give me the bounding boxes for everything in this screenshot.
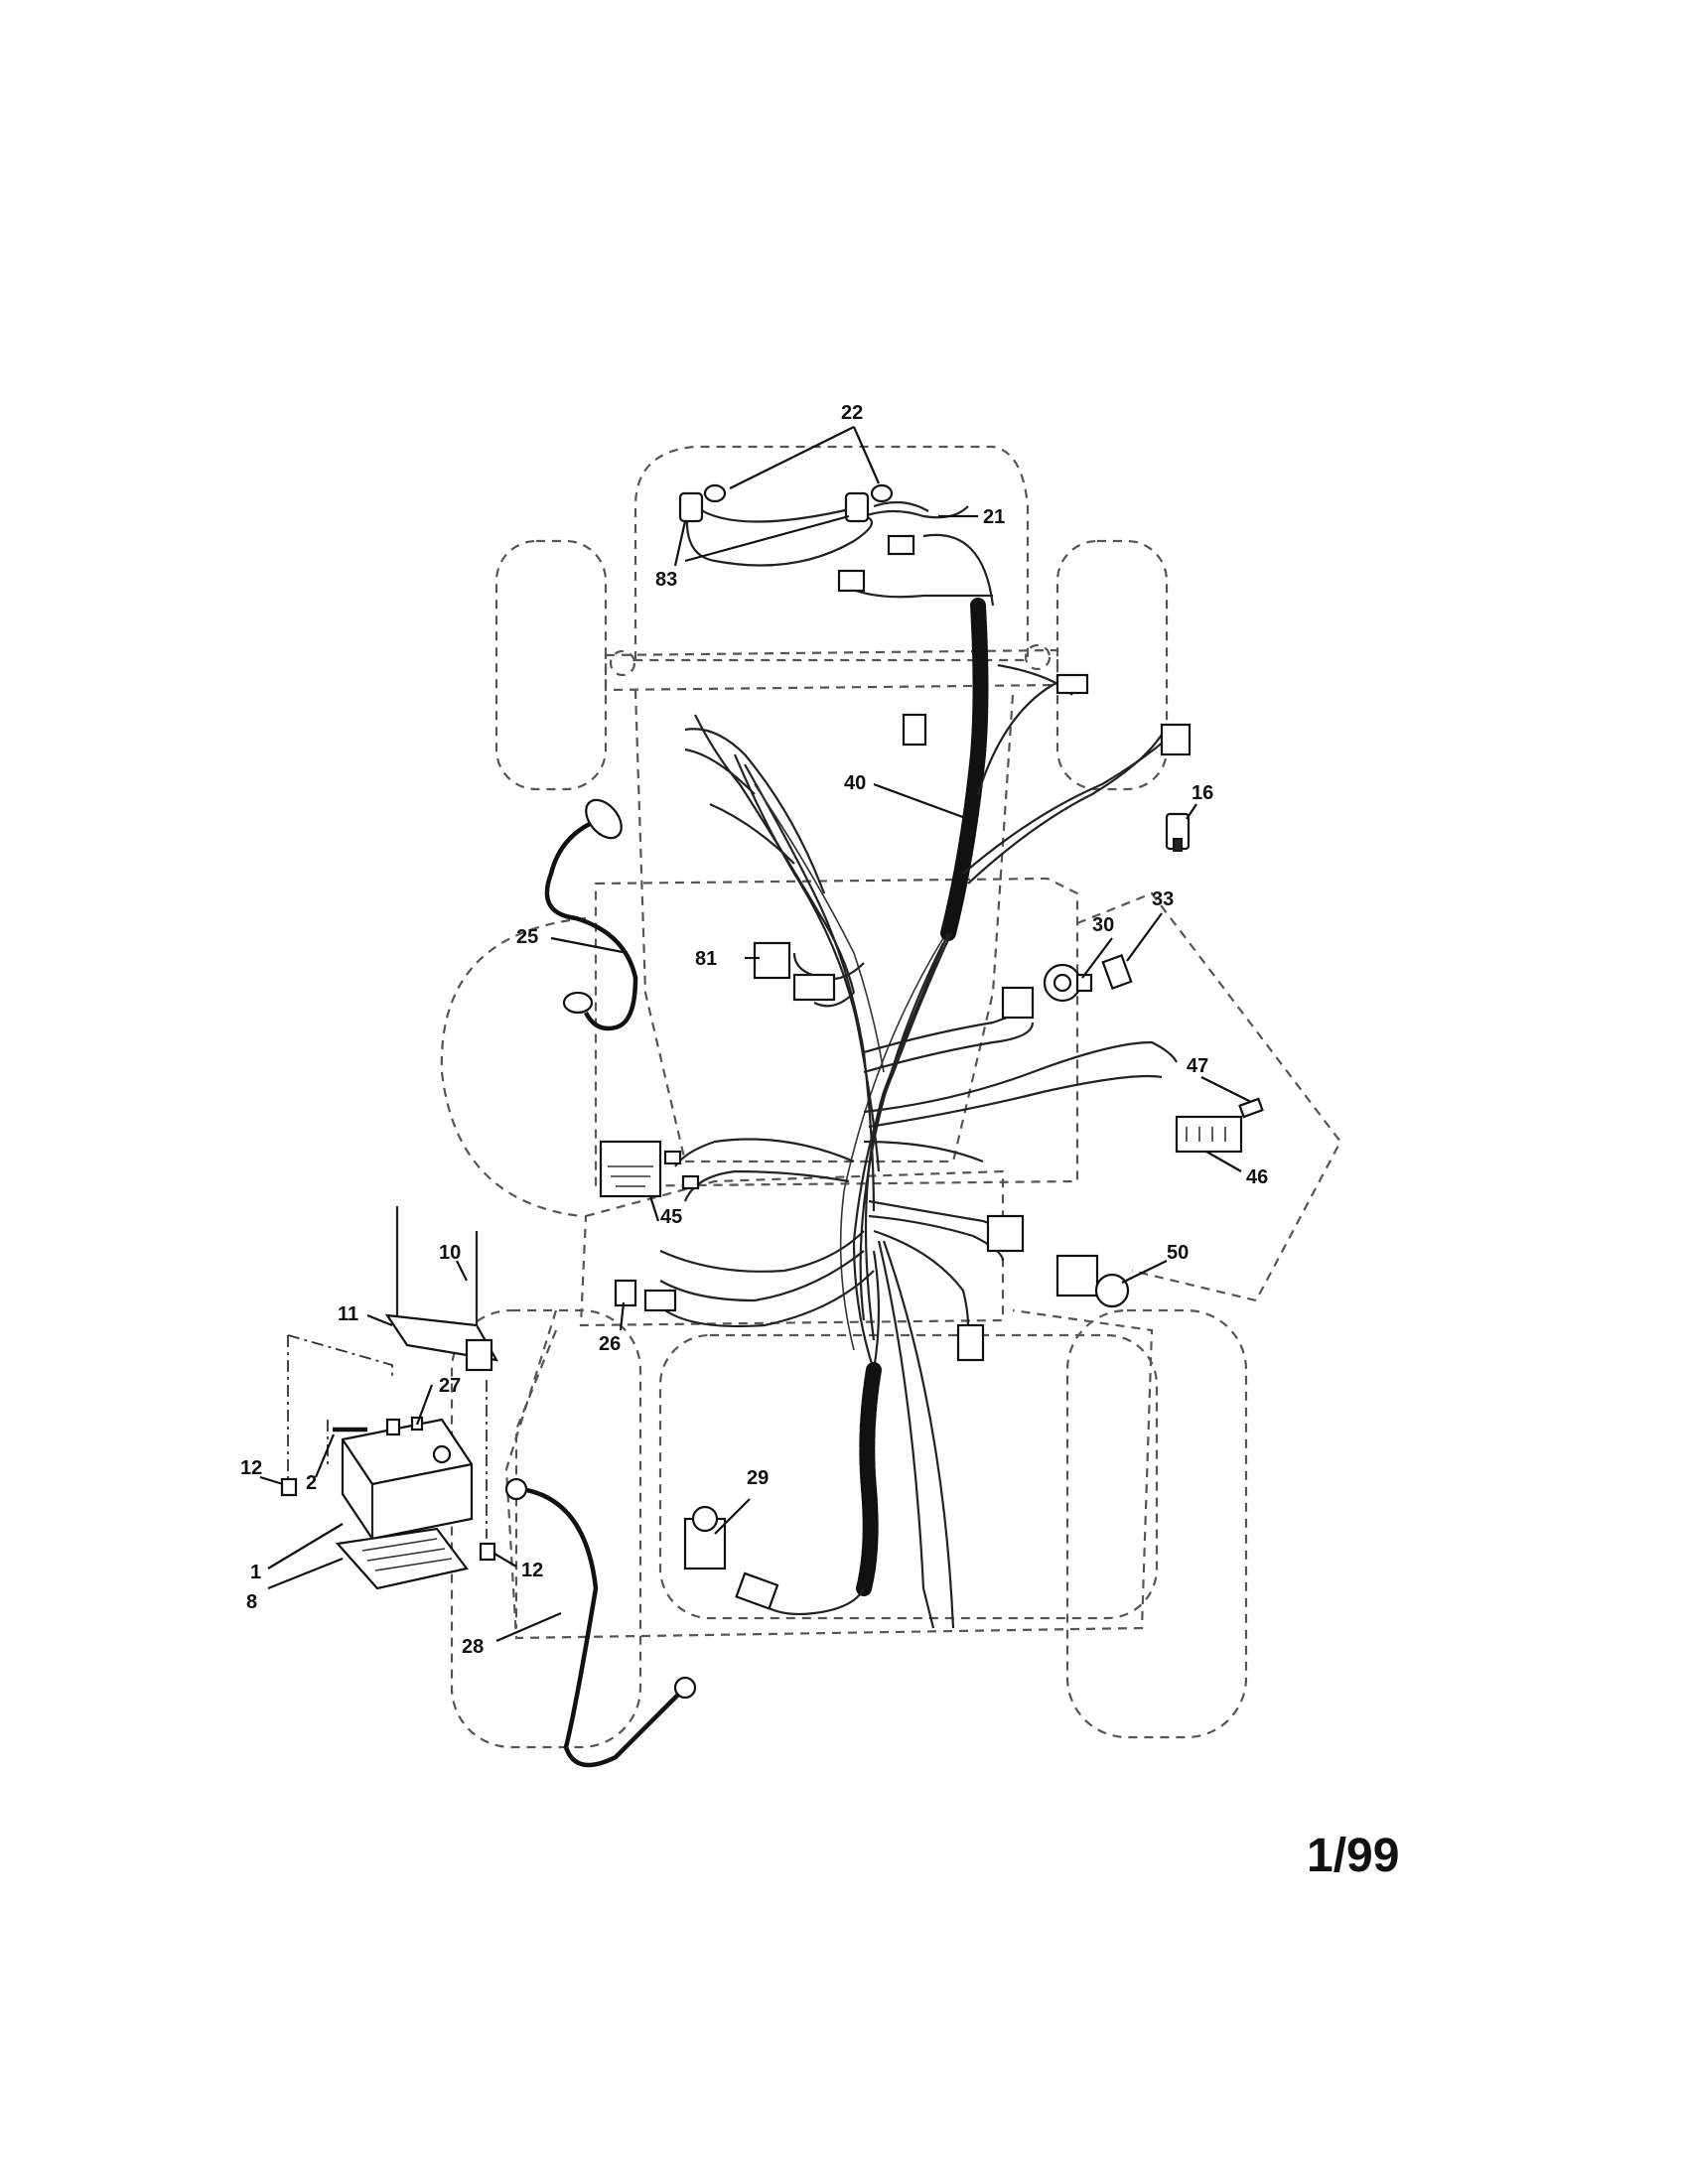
part-28-ground-cable — [520, 1486, 687, 1768]
callout-40: 40 — [844, 772, 866, 794]
callout-12-left: 12 — [240, 1457, 262, 1479]
left-fender-outline — [440, 916, 587, 1218]
six-pin-connector — [986, 1214, 1025, 1253]
callout-12-right: 12 — [521, 1560, 543, 1581]
part-30-ignition-switch — [1043, 963, 1093, 1003]
rear-right-tire-outline — [1065, 1308, 1248, 1739]
right-fender-outline — [1076, 891, 1342, 1302]
pto-plug — [902, 713, 927, 747]
callout-27: 27 — [439, 1375, 461, 1397]
rear-connector — [956, 1323, 985, 1362]
left-axle-pivot — [609, 649, 636, 677]
callout-33: 33 — [1152, 888, 1174, 910]
callout-1: 1 — [250, 1562, 261, 1583]
headlight-socket-right — [844, 491, 870, 523]
chassis-outline — [633, 689, 1015, 1163]
ignition-connector — [1001, 986, 1035, 1020]
callout-26: 26 — [599, 1333, 621, 1355]
part-29-seat-switch — [683, 1505, 727, 1570]
page-number: 1/99 — [1307, 1830, 1400, 1882]
coiled-seat-cord — [856, 1362, 882, 1596]
hood-outline — [633, 445, 1030, 662]
rear-left-tire-outline — [450, 1308, 642, 1749]
callout-47: 47 — [1187, 1055, 1208, 1077]
callout-83: 83 — [655, 569, 677, 591]
tractor-outline — [440, 445, 1342, 1749]
callout-30: 30 — [1092, 914, 1114, 936]
headlight-socket-left — [678, 491, 704, 523]
callout-45: 45 — [660, 1206, 682, 1228]
callout-labels: 22 21 83 40 16 30 33 81 25 47 46 45 50 1… — [240, 402, 1268, 1658]
part-33-switch — [1101, 954, 1133, 990]
part-50-light-switch — [1055, 1254, 1130, 1308]
part-25-cable — [544, 816, 638, 1031]
callout-21: 21 — [983, 506, 1005, 528]
callout-22: 22 — [841, 402, 863, 424]
right-axle-pivot — [1024, 643, 1052, 671]
callout-28: 28 — [462, 1636, 484, 1658]
part-81-relay — [753, 941, 836, 1002]
front-right-tire-outline — [1055, 539, 1169, 791]
callout-2: 2 — [306, 1472, 317, 1494]
headlight-bulb-right — [870, 483, 894, 503]
part-46-hour-meter — [1175, 1115, 1243, 1154]
callout-25: 25 — [516, 926, 538, 948]
callout-46: 46 — [1246, 1166, 1268, 1188]
part-26-fuse — [614, 1279, 637, 1307]
right-side-connector — [1160, 723, 1192, 756]
harness-branches — [659, 663, 1178, 1629]
callout-29: 29 — [747, 1467, 769, 1489]
callout-8: 8 — [246, 1591, 257, 1613]
battery-box-outline — [514, 1329, 558, 1628]
headlight-harness — [678, 483, 995, 607]
battery-assembly — [280, 1206, 499, 1590]
headlight-bulb-left — [703, 483, 727, 503]
harness-plug-front — [837, 569, 866, 593]
headlight-connector — [887, 534, 915, 556]
leader-lines — [259, 426, 1252, 1643]
main-harness-conduit — [940, 598, 989, 941]
front-axle-outline — [604, 648, 1059, 692]
frame-outline — [594, 877, 1079, 1188]
callout-11: 11 — [338, 1303, 358, 1325]
callout-10: 10 — [439, 1242, 461, 1264]
callout-50: 50 — [1167, 1242, 1189, 1264]
part-45-gauge — [599, 1140, 662, 1198]
right-upper-connector — [1055, 673, 1089, 695]
callout-81: 81 — [695, 948, 717, 970]
seat-outline — [658, 1333, 1159, 1620]
front-left-tire-outline — [494, 539, 608, 791]
rear-body-outline — [504, 1308, 1154, 1640]
callout-16: 16 — [1192, 782, 1213, 804]
